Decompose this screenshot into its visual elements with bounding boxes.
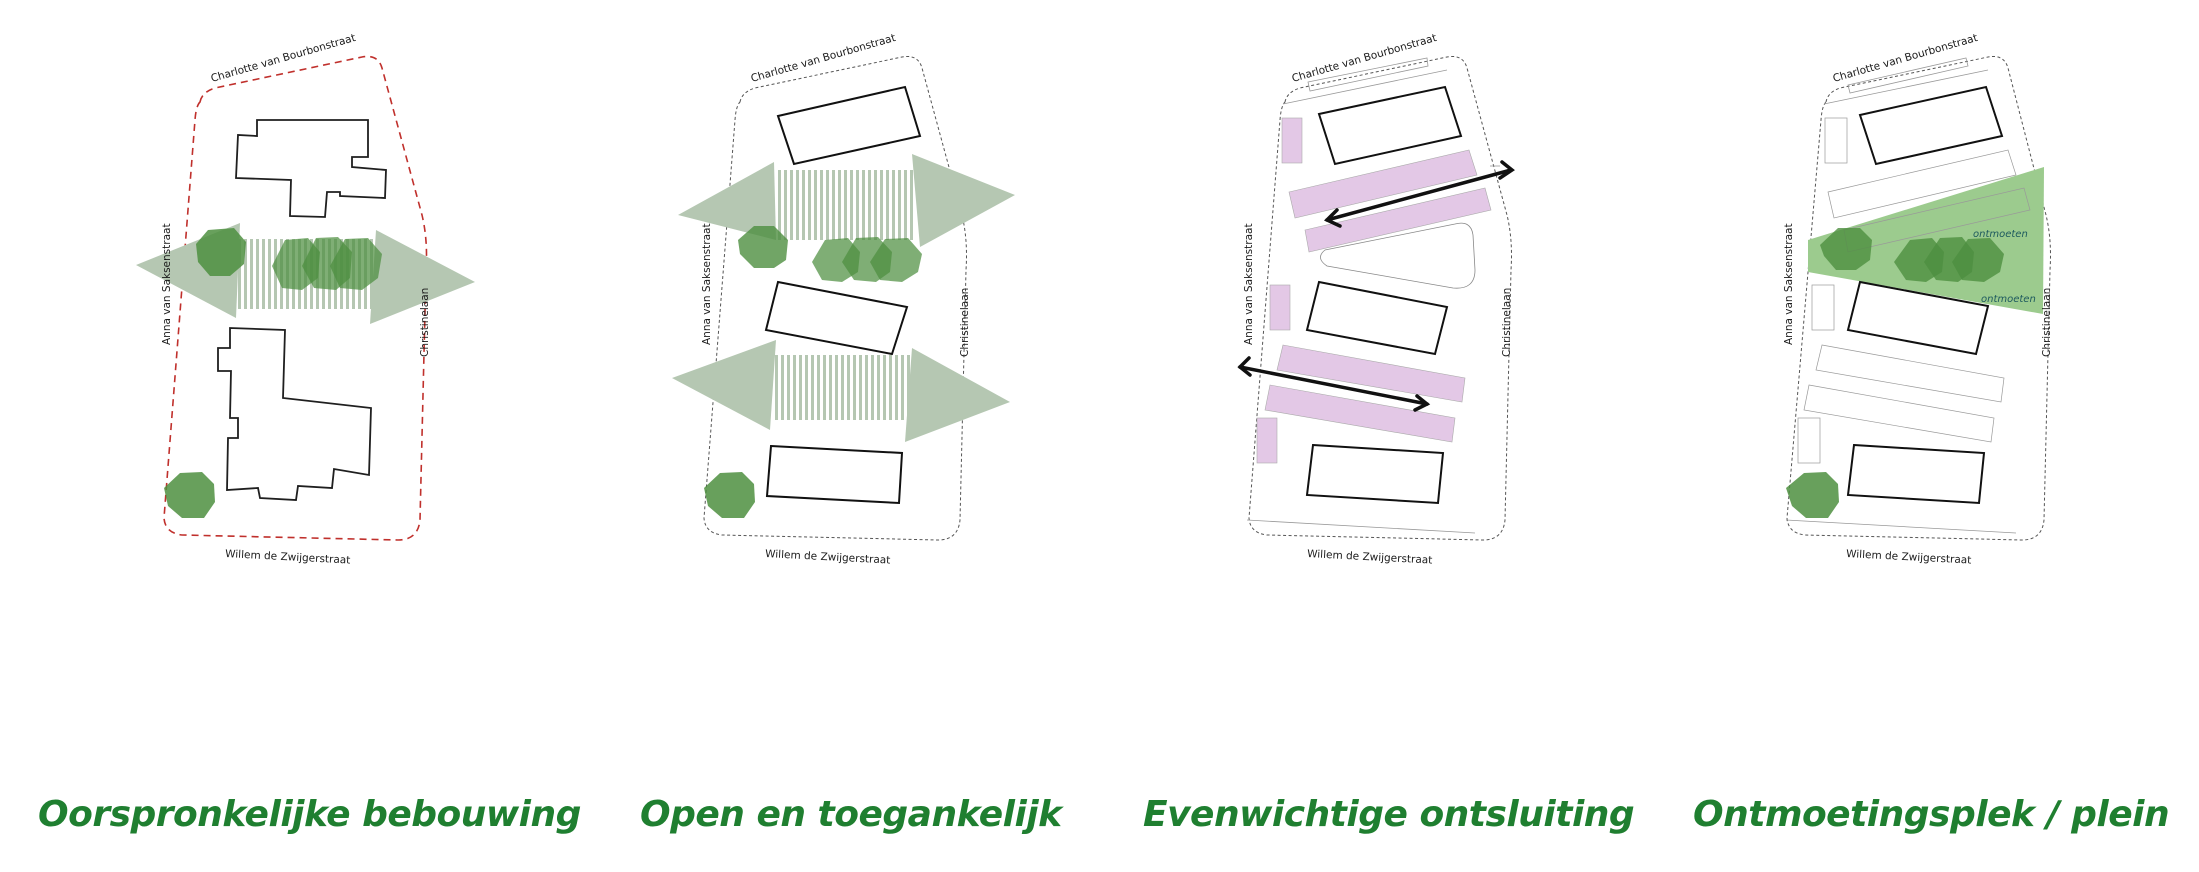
site-plan-4: ontmoeten ontmoeten Charlotte van Bourbo…	[1783, 32, 2053, 567]
street-label-south: Willem de Zwijgerstraat	[1846, 548, 1972, 567]
building-outline	[1305, 443, 1445, 505]
panel-title: Open en toegankelijk	[640, 794, 1062, 835]
street-label-west: Anna van Saksenstraat	[161, 223, 173, 345]
site-plan-1: Charlotte van Bourbonstraat Anna van Sak…	[136, 32, 475, 567]
traffic-island	[1320, 222, 1476, 289]
street-label-north: Charlotte van Bourbonstraat	[1832, 32, 1979, 85]
double-arrow-icon	[1323, 160, 1515, 228]
double-arrow-icon	[1237, 356, 1431, 412]
street-label-west: Anna van Saksenstraat	[1243, 223, 1255, 345]
building-outline	[1846, 443, 1986, 505]
street-label-south: Willem de Zwijgerstraat	[225, 548, 351, 567]
street-label-west: Anna van Saksenstraat	[701, 223, 713, 345]
road-edge	[1246, 57, 1500, 534]
site-boundary	[1786, 56, 2051, 541]
tree-icon	[164, 472, 215, 518]
street-label-south: Willem de Zwijgerstraat	[765, 548, 891, 567]
building-outline	[1305, 280, 1449, 356]
street-label-east: Christinelaan	[1501, 288, 1513, 357]
building-outline	[776, 85, 922, 166]
site-plan-3: Charlotte van Bourbonstraat Anna van Sak…	[1237, 32, 1515, 567]
tree-group-icon	[1894, 237, 2004, 282]
building-outline	[235, 119, 387, 218]
meeting-label: ontmoeten	[1973, 229, 2028, 240]
street-label-east: Christinelaan	[419, 288, 431, 357]
building-outline	[1846, 280, 1990, 356]
building-outline	[1858, 85, 2004, 166]
building-outline	[765, 444, 904, 505]
building-outline	[1317, 85, 1463, 166]
flow-arrow	[678, 154, 1015, 247]
diagram-original-buildings: Charlotte van Bourbonstraat Anna van Sak…	[130, 32, 490, 680]
street-label-north: Charlotte van Bourbonstraat	[210, 32, 357, 85]
parking-row	[1256, 117, 1492, 464]
diagram-meeting-place: ontmoeten ontmoeten Charlotte van Bourbo…	[1760, 32, 2120, 680]
panel-title: Evenwichtige ontsluiting	[1143, 794, 1635, 835]
street-label-east: Christinelaan	[959, 288, 971, 357]
tree-group-icon	[812, 237, 922, 282]
tree-icon	[738, 226, 788, 268]
diagram-open-accessible: Charlotte van Bourbonstraat Anna van Sak…	[670, 32, 1030, 680]
tree-icon	[1786, 472, 1839, 518]
site-plan-2: Charlotte van Bourbonstraat Anna van Sak…	[672, 32, 1015, 567]
street-label-east: Christinelaan	[2041, 288, 2053, 357]
tree-icon	[704, 472, 755, 518]
street-label-north: Charlotte van Bourbonstraat	[750, 32, 897, 85]
street-label-south: Willem de Zwijgerstraat	[1307, 548, 1433, 567]
panel-title: Oorspronkelijke bebouwing	[38, 794, 581, 835]
meeting-label: ontmoeten	[1981, 294, 2036, 305]
tree-group-icon	[272, 237, 382, 290]
site-boundary	[163, 55, 428, 541]
site-boundary	[1248, 56, 1512, 541]
street-label-west: Anna van Saksenstraat	[1783, 223, 1795, 345]
building-outline	[217, 327, 372, 501]
tree-icon	[196, 228, 246, 276]
diagram-balanced-access: Charlotte van Bourbonstraat Anna van Sak…	[1215, 32, 1575, 680]
panel-title: Ontmoetingsplek / plein	[1693, 794, 2170, 835]
road-edge	[1785, 57, 2017, 534]
tree-icon	[1820, 228, 1872, 270]
street-label-north: Charlotte van Bourbonstraat	[1291, 32, 1438, 85]
building-outline	[764, 280, 909, 356]
flow-arrow	[672, 340, 1010, 442]
